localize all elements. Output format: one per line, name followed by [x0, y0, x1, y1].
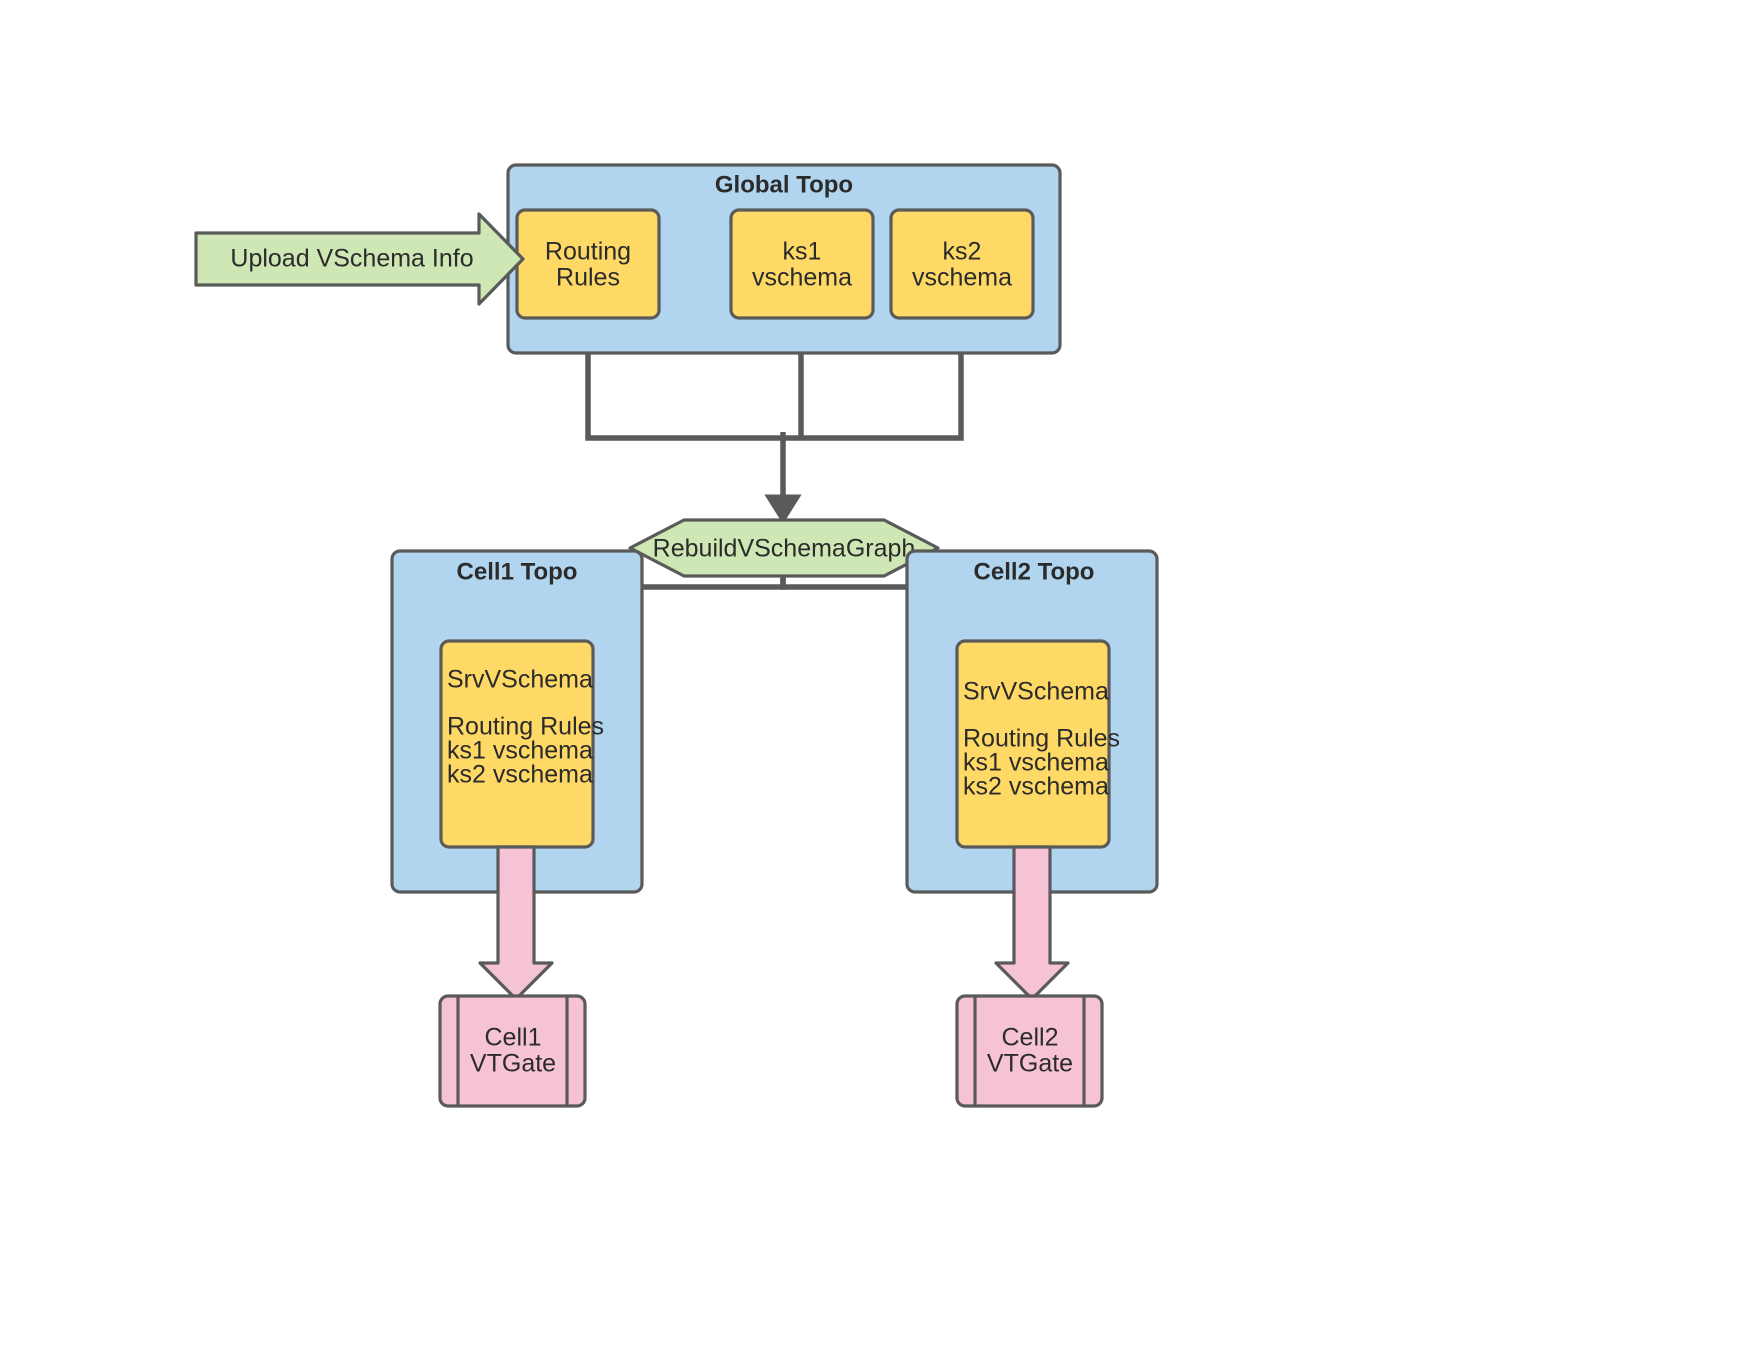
rebuild-vschema-graph-process[interactable]: RebuildVSchemaGraph: [628, 518, 940, 578]
global-topo-title: Global Topo: [715, 171, 853, 198]
ks2-vschema-line1: ks2: [943, 238, 982, 266]
cell2-srv-line-1: ks1 vschema: [963, 749, 1109, 777]
cell2-srv-line-2: ks2 vschema: [963, 773, 1109, 801]
cell1-topo-title: Cell1 Topo: [457, 558, 578, 585]
connector-routing-rules-to-bus: [585, 318, 783, 441]
cell2-srv-line-0: Routing Rules: [963, 725, 1120, 753]
cell2-block-arrow-shape: [994, 845, 1070, 1001]
routing-rules-line1: Routing: [545, 238, 631, 266]
node-ks2-vschema[interactable]: ks2 vschema: [889, 208, 1035, 320]
cell1-to-vtgate-arrow: [478, 845, 554, 1001]
cell2-vtgate-line1: Cell2: [1002, 1024, 1059, 1052]
cell1-vtgate-box[interactable]: [438, 994, 587, 1108]
cell1-topo-container[interactable]: Cell1 Topo SrvVSchema Routing Rules ks1 …: [390, 549, 644, 894]
ks1-vschema-line1: ks1: [783, 238, 822, 266]
cell2-to-vtgate-arrow: [994, 845, 1070, 1001]
cell1-srv-line-0: Routing Rules: [447, 713, 604, 741]
cell2-vtgate-node[interactable]: Cell2 VTGate: [955, 994, 1104, 1108]
rebuild-hexagon-shape[interactable]: [628, 518, 940, 578]
global-topo-container[interactable]: Global Topo Routing Rules ks1 vschema ks…: [506, 163, 1062, 355]
ks1-vschema-box[interactable]: [729, 208, 875, 320]
cell1-srv-line-2: ks2 vschema: [447, 761, 593, 789]
routing-rules-line2: Rules: [556, 264, 620, 292]
cell2-topo-title: Cell2 Topo: [974, 558, 1095, 585]
upload-vschema-arrow[interactable]: Upload VSchema Info: [194, 212, 525, 306]
node-routing-rules[interactable]: Routing Rules: [515, 208, 661, 320]
rebuild-hexagon-label: RebuildVSchemaGraph: [653, 535, 916, 563]
cell2-topo-container[interactable]: Cell2 Topo SrvVSchema Routing Rules ks1 …: [905, 549, 1159, 894]
node-ks1-vschema[interactable]: ks1 vschema: [729, 208, 875, 320]
cell1-srvvschema-heading: SrvVSchema: [447, 666, 593, 694]
upload-arrow-shape[interactable]: [194, 212, 525, 306]
cell2-vtgate-line2: VTGate: [987, 1050, 1073, 1078]
ks2-vschema-box[interactable]: [889, 208, 1035, 320]
cell2-vtgate-box[interactable]: [955, 994, 1104, 1108]
cell1-vtgate-line2: VTGate: [470, 1050, 556, 1078]
cell1-vtgate-node[interactable]: Cell1 VTGate: [438, 994, 587, 1108]
cell1-srv-line-1: ks1 vschema: [447, 737, 593, 765]
cell2-srvvschema-node[interactable]: SrvVSchema Routing Rules ks1 vschema ks2…: [955, 639, 1120, 849]
upload-arrow-label: Upload VSchema Info: [230, 245, 473, 273]
connector-ks2-to-bus: [783, 318, 964, 441]
cell1-vtgate-line1: Cell1: [485, 1024, 542, 1052]
cell2-srvvschema-heading: SrvVSchema: [963, 678, 1109, 706]
cell1-block-arrow-shape: [478, 845, 554, 1001]
cell1-srvvschema-node[interactable]: SrvVSchema Routing Rules ks1 vschema ks2…: [439, 639, 604, 849]
ks2-vschema-line2: vschema: [912, 264, 1012, 292]
ks1-vschema-line2: vschema: [752, 264, 852, 292]
